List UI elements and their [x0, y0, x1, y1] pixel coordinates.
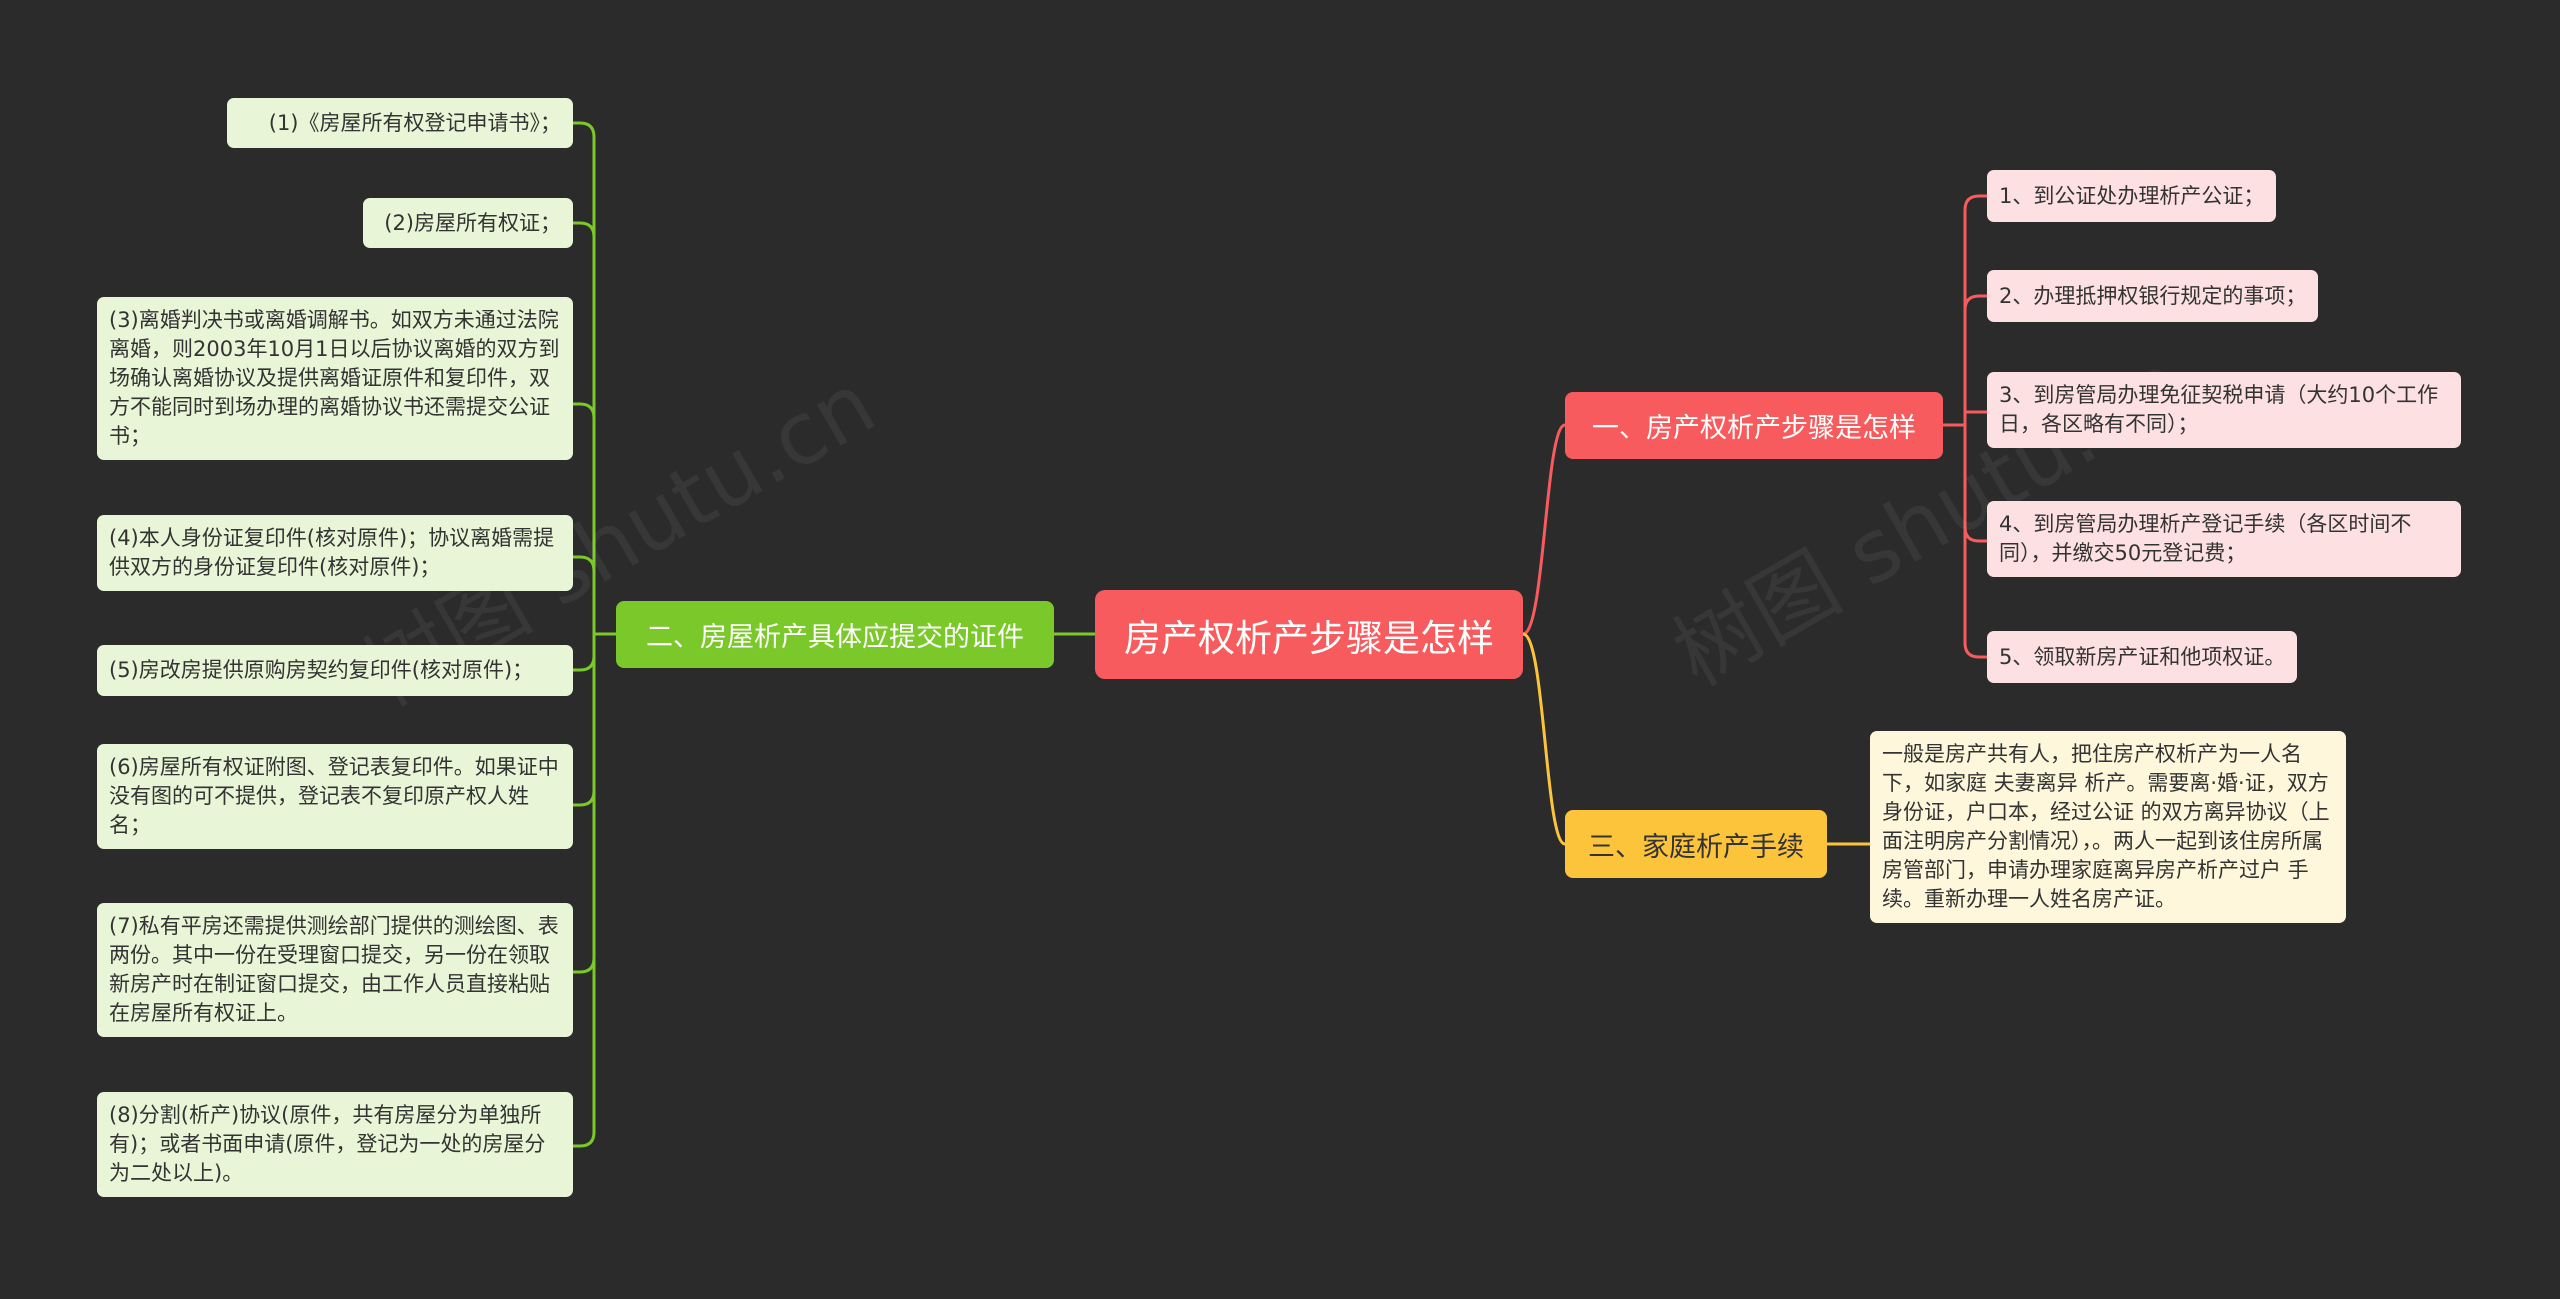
link-root-family — [1522, 632, 1566, 846]
step-item[interactable]: 1、到公证处办理析产公证； — [1987, 170, 2277, 222]
document-item[interactable]: (2)房屋所有权证； — [363, 198, 573, 248]
document-item[interactable]: (7)私有平房还需提供测绘部门提供的测绘图、表两份。其中一份在受理窗口提交，另一… — [97, 903, 573, 1037]
branch-steps[interactable]: 一、房产权析产步骤是怎样 — [1565, 392, 1943, 459]
step-item[interactable]: 3、到房管局办理免征契税申请（大约10个工作日，各区略有不同）； — [1987, 372, 2461, 448]
document-item[interactable]: (6)房屋所有权证附图、登记表复印件。如果证中没有图的可不提供，登记表不复印原产… — [97, 744, 573, 849]
document-item[interactable]: (1)《房屋所有权登记申请书》； — [227, 98, 573, 148]
document-item[interactable]: (8)分割(析产)协议(原件，共有房屋分为单独所有)；或者书面申请(原件，登记为… — [97, 1092, 573, 1197]
step-item[interactable]: 2、办理抵押权银行规定的事项； — [1987, 270, 2319, 322]
family-item[interactable]: 一般是房产共有人，把住房产权析产为一人名下，如家庭 夫妻离异 析产。需要离·婚·… — [1870, 731, 2346, 923]
step-item[interactable]: 5、领取新房产证和他项权证。 — [1987, 631, 2298, 683]
step-item[interactable]: 4、到房管局办理析产登记手续（各区时间不同），并缴交50元登记费； — [1987, 501, 2461, 577]
root-topic[interactable]: 房产权析产步骤是怎样 — [1095, 590, 1523, 679]
branch-documents[interactable]: 二、房屋析产具体应提交的证件 — [616, 601, 1054, 668]
branch-family[interactable]: 三、家庭析产手续 — [1565, 810, 1827, 878]
document-item[interactable]: (4)本人身份证复印件(核对原件)；协议离婚需提供双方的身份证复印件(核对原件)… — [97, 515, 573, 591]
links-steps — [1943, 194, 1987, 659]
link-root-steps — [1522, 423, 1566, 636]
document-item[interactable]: (5)房改房提供原购房契约复印件(核对原件)； — [97, 645, 573, 696]
document-item[interactable]: (3)离婚判决书或离婚调解书。如双方未通过法院离婚，则2003年10月1日以后协… — [97, 297, 573, 460]
links-documents — [573, 121, 616, 1148]
